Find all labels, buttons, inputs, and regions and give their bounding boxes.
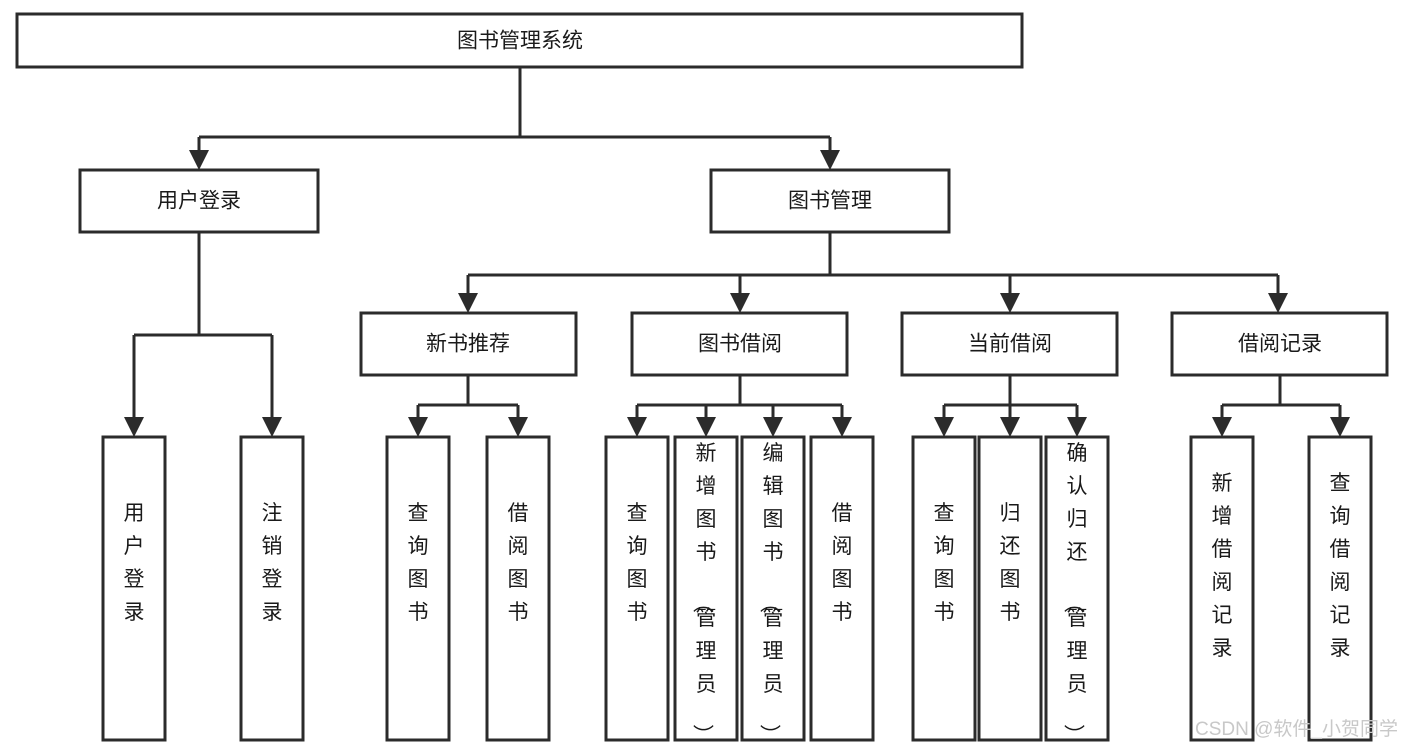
leaf-borrow-record-1-box[interactable] (1189, 435, 1255, 742)
node-book-borrow-box[interactable] (630, 311, 849, 377)
node-borrow-record-label: 借阅记录 (1238, 333, 1322, 356)
leaf-current-borrow-1-box[interactable] (911, 435, 977, 742)
leaf-user-login-2-box[interactable] (239, 435, 305, 742)
node-borrow-record-box[interactable] (1170, 311, 1389, 377)
leaf-current-borrow-2-label: 归还图书 (1000, 502, 1021, 624)
arrow-current-c1 (934, 417, 954, 437)
node-root-label: 图书管理系统 (457, 30, 583, 53)
arrow-userlogin-child1 (124, 417, 144, 437)
leaf-current-borrow-3-box[interactable] (1044, 435, 1110, 742)
leaf-book-borrow-1-box[interactable] (604, 435, 670, 742)
node-root-box[interactable] (15, 12, 1024, 69)
leaf-current-borrow-3[interactable]: 确认归还（管理员） (1044, 435, 1110, 745)
edges-layer (124, 67, 1350, 437)
node-book-management-label: 图书管理 (788, 190, 872, 213)
arrow-borrow-c3 (763, 417, 783, 437)
node-book-management-box[interactable] (709, 168, 951, 234)
leaf-borrow-record-1-label: 新增借阅记录 (1212, 472, 1233, 660)
leaf-book-borrow-3-box[interactable] (740, 435, 806, 742)
node-current-borrow[interactable]: 当前借阅 (900, 311, 1119, 377)
node-borrow-record[interactable]: 借阅记录 (1170, 311, 1389, 377)
leaf-book-borrow-3-label: 编辑图书（管理员） (758, 442, 784, 745)
node-new-book-recommend[interactable]: 新书推荐 (359, 311, 578, 377)
leaf-book-borrow-4[interactable]: 借阅图书 (809, 435, 875, 742)
arrow-current-c2 (1000, 417, 1020, 437)
leaf-borrow-record-2-label: 查询借阅记录 (1330, 472, 1351, 660)
arrow-borrow-c4 (832, 417, 852, 437)
leaf-user-login-1[interactable]: 用户登录 (101, 435, 167, 742)
node-root[interactable]: 图书管理系统 (15, 12, 1024, 69)
arrow-bookmgmt-c3 (1000, 293, 1020, 313)
node-book-management[interactable]: 图书管理 (709, 168, 951, 234)
node-user-login-box[interactable] (78, 168, 320, 234)
node-current-borrow-label: 当前借阅 (968, 333, 1052, 356)
node-new-book-recommend-box[interactable] (359, 311, 578, 377)
leaf-book-borrow-2-box[interactable] (673, 435, 739, 742)
node-book-borrow-label: 图书借阅 (698, 333, 782, 356)
leaf-borrow-record-1[interactable]: 新增借阅记录 (1189, 435, 1255, 742)
arrow-newbook-c1 (408, 417, 428, 437)
leaf-current-borrow-2[interactable]: 归还图书 (977, 435, 1043, 742)
arrow-root-to-userlogin (189, 150, 209, 170)
leaf-book-borrow-1-label: 查询图书 (627, 502, 648, 624)
leaf-new-book-2-box[interactable] (485, 435, 551, 742)
leaf-user-login-1-label: 用户登录 (124, 502, 145, 624)
arrow-bookmgmt-c4 (1268, 293, 1288, 313)
node-book-borrow[interactable]: 图书借阅 (630, 311, 849, 377)
leaf-new-book-2[interactable]: 借阅图书 (485, 435, 551, 742)
leaf-current-borrow-2-box[interactable] (977, 435, 1043, 742)
leaf-user-login-2[interactable]: 注销登录 (239, 435, 305, 742)
leaf-book-borrow-2-label: 新增图书（管理员） (691, 442, 717, 745)
leaf-current-borrow-1[interactable]: 查询图书 (911, 435, 977, 742)
arrow-borrow-c1 (627, 417, 647, 437)
leaf-current-borrow-1-label: 查询图书 (934, 502, 955, 624)
arrow-root-to-bookmgmt (820, 150, 840, 170)
leaf-new-book-1-label: 查询图书 (408, 502, 429, 624)
csdn-watermark: CSDN @软件_小贺同学 (1195, 718, 1398, 740)
leaf-borrow-record-2[interactable]: 查询借阅记录 (1307, 435, 1373, 742)
arrow-bookmgmt-c2 (730, 293, 750, 313)
node-new-book-recommend-label: 新书推荐 (426, 333, 510, 356)
leaf-book-borrow-4-box[interactable] (809, 435, 875, 742)
arrow-record-c1 (1212, 417, 1232, 437)
arrow-bookmgmt-c1 (458, 293, 478, 313)
arrow-userlogin-child2 (262, 417, 282, 437)
arrow-newbook-c2 (508, 417, 528, 437)
leaf-book-borrow-2[interactable]: 新增图书（管理员） (673, 435, 739, 745)
leaf-user-login-2-label: 注销登录 (262, 502, 283, 624)
leaf-new-book-2-label: 借阅图书 (508, 502, 529, 624)
leaf-borrow-record-2-box[interactable] (1307, 435, 1373, 742)
leaf-new-book-1-box[interactable] (385, 435, 451, 742)
leaf-current-borrow-3-label: 确认归还（管理员） (1062, 442, 1088, 745)
node-user-login-label: 用户登录 (157, 190, 241, 213)
leaf-user-login-1-box[interactable] (101, 435, 167, 742)
arrow-current-c3 (1067, 417, 1087, 437)
arrow-record-c2 (1330, 417, 1350, 437)
arrow-borrow-c2 (696, 417, 716, 437)
leaf-book-borrow-3[interactable]: 编辑图书（管理员） (740, 435, 806, 745)
leaf-book-borrow-1[interactable]: 查询图书 (604, 435, 670, 742)
leaf-new-book-1[interactable]: 查询图书 (385, 435, 451, 742)
node-user-login[interactable]: 用户登录 (78, 168, 320, 234)
node-current-borrow-box[interactable] (900, 311, 1119, 377)
leaf-book-borrow-4-label: 借阅图书 (832, 502, 853, 624)
